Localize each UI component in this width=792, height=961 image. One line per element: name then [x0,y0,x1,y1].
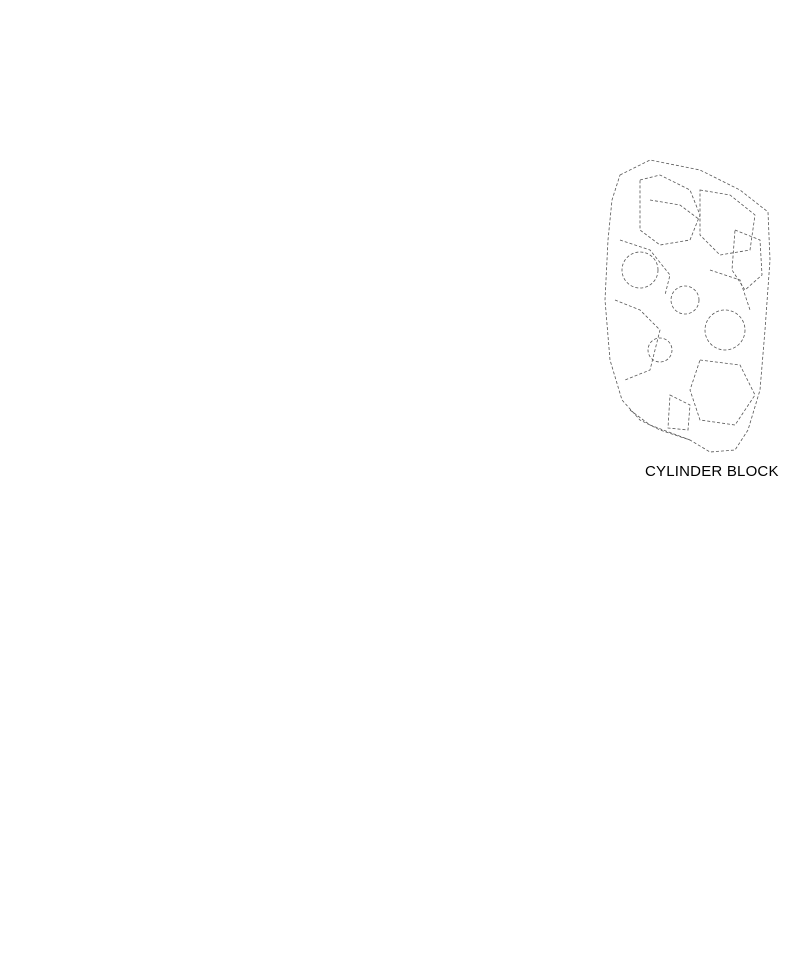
cylinder-block-outline [604,159,771,453]
cylinder-block-label: CYLINDER BLOCK [645,463,779,480]
